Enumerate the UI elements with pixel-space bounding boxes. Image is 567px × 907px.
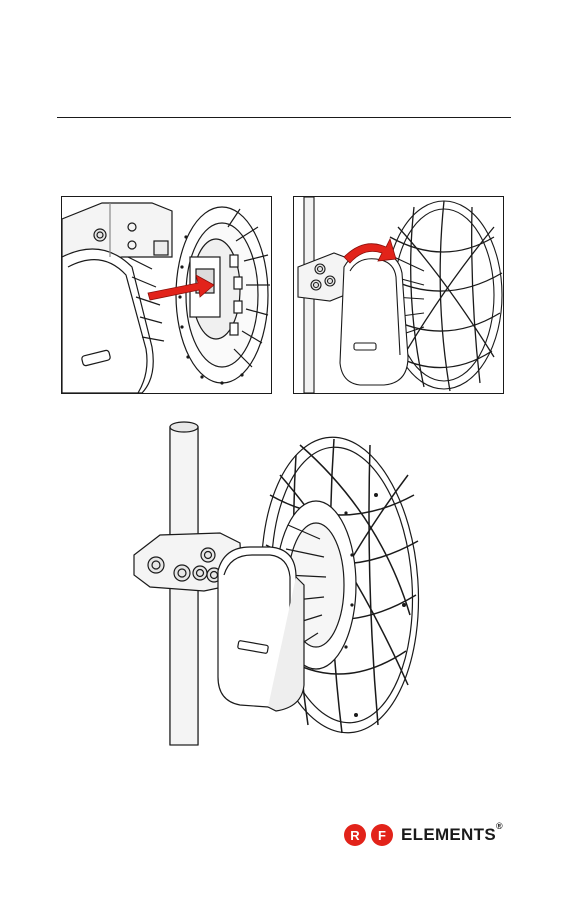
step-2-drawing [294, 197, 503, 393]
rf-elements-logo: R F ELEMENTS® [344, 823, 503, 847]
step-3-illustration [120, 415, 450, 747]
step-1-illustration [61, 196, 272, 394]
registered-mark: ® [496, 821, 503, 831]
logo-wordmark-text: ELEMENTS [401, 825, 496, 844]
step-1-drawing [62, 197, 271, 393]
logo-badge-r: R [344, 824, 366, 846]
logo-wordmark: ELEMENTS® [401, 825, 503, 845]
step-3-drawing [120, 415, 450, 747]
logo-badge-f: F [371, 824, 393, 846]
step-2-illustration [293, 196, 504, 394]
header-divider [57, 117, 511, 118]
